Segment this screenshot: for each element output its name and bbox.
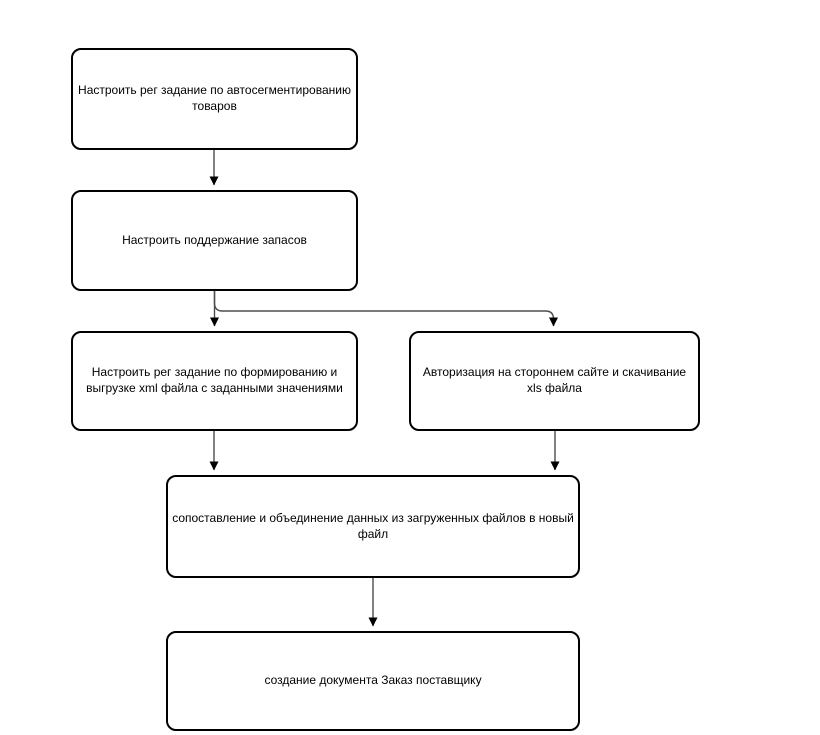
node-stock-maintenance[interactable]: Настроить поддержание запасов (71, 190, 358, 291)
node-create-supplier-order[interactable]: создание документа Заказ поставщику (166, 631, 580, 731)
node-label: создание документа Заказ поставщику (264, 673, 482, 688)
node-autosegmentation-job[interactable]: Настроить рег задание по автосегментиров… (71, 48, 358, 150)
node-label: сопоставление и объединение данных из за… (172, 510, 574, 541)
node-label: Настроить рег задание по формированию и … (86, 365, 343, 395)
node-site-auth-download[interactable]: Авторизация на стороннем сайте и скачива… (409, 331, 700, 431)
connector-2-4 (213, 291, 558, 327)
node-label: Настроить рег задание по автосегментиров… (78, 83, 351, 113)
node-label: Авторизация на стороннем сайте и скачива… (422, 365, 687, 395)
node-merge-data-files[interactable]: сопоставление и объединение данных из за… (166, 475, 580, 578)
node-xml-export-job[interactable]: Настроить рег задание по формированию и … (71, 331, 358, 431)
node-label: Настроить поддержание запасов (122, 232, 307, 247)
